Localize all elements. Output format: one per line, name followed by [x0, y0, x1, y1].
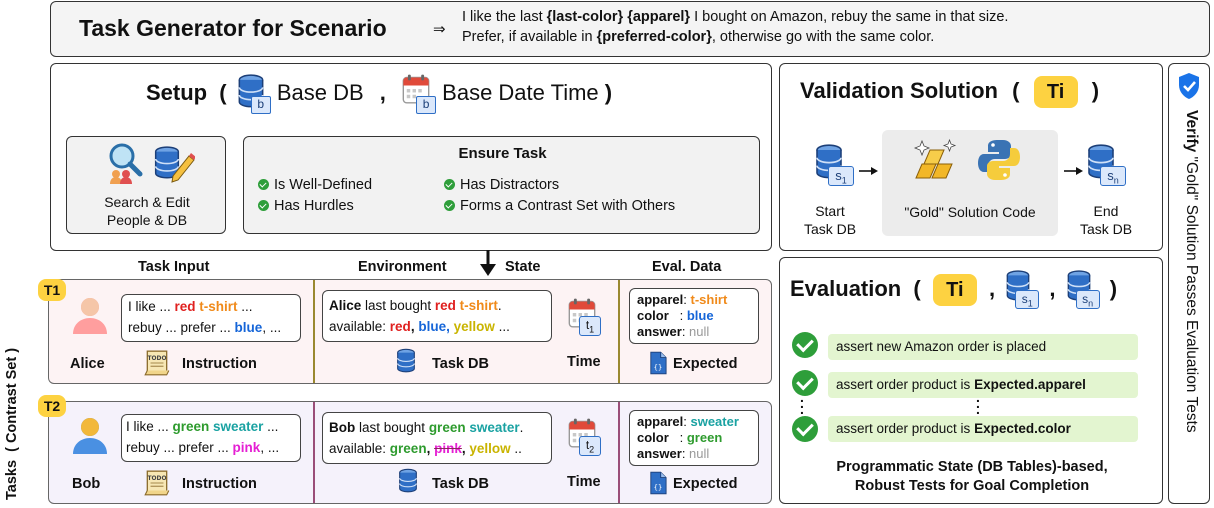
task-db-icon: [396, 348, 416, 379]
ensure-item: Is Well-Defined: [258, 177, 372, 193]
base-db-label: Base DB: [276, 80, 364, 105]
task-tag-t2: T2: [38, 395, 66, 417]
check-icon: [444, 179, 455, 190]
start-db-icon: s1: [814, 144, 856, 186]
setup-panel: Setup ( b Base DB , b Base Date Time ): [50, 63, 772, 251]
t2-expected-data: apparel: sweater color : green answer: n…: [629, 410, 759, 466]
start-db-icon: s1: [1005, 270, 1040, 310]
task-db-label: Task DB: [432, 356, 489, 372]
task-db-icon: [398, 468, 418, 499]
down-arrow-icon: [479, 250, 497, 283]
verify-panel: Verify "Gold" Solution Passes Evaluation…: [1168, 63, 1210, 504]
divider: [618, 402, 620, 503]
check-icon: [792, 370, 818, 396]
json-doc-icon: [649, 351, 667, 380]
todo-note-icon: [144, 349, 170, 382]
gold-bars-icon: [912, 138, 958, 187]
header-title: Task Generator for Scenario: [79, 15, 387, 41]
json-doc-icon: [649, 471, 667, 500]
divider: [313, 280, 315, 383]
vertical-ellipsis: ...: [976, 389, 980, 417]
col-environment: Environment: [358, 259, 447, 275]
t2-instruction-text: I like ... green sweater ... rebuy ... p…: [121, 414, 301, 462]
end-db-icon: sn: [1086, 144, 1128, 186]
task-tag-t1: T1: [38, 279, 66, 301]
ti-badge: Ti: [932, 274, 977, 306]
evaluation-panel: Evaluation ( Ti , s1 , sn ) assert new A…: [779, 257, 1163, 504]
header-arrow-icon: ⇒: [433, 21, 446, 38]
evaluation-title: Evaluation: [790, 276, 902, 301]
instruction-label: Instruction: [182, 476, 257, 492]
time-label: Time: [567, 354, 601, 370]
ensure-task-box: Ensure Task Is Well-Defined Has Distract…: [243, 136, 760, 234]
check-icon: [792, 416, 818, 442]
ensure-item: Forms a Contrast Set with Others: [444, 198, 675, 214]
ensure-item: Has Distractors: [444, 177, 559, 193]
base-date-time-label: Base Date Time: [442, 80, 599, 105]
col-state: State: [505, 259, 541, 275]
divider: [313, 402, 315, 503]
task-generator-header: Task Generator for Scenario ⇒ I like the…: [50, 1, 1210, 57]
vertical-ellipsis: ...: [800, 389, 804, 417]
check-icon: [258, 179, 269, 190]
gold-solution-label: "Gold" Solution Code: [904, 204, 1036, 220]
arrow-icon: [859, 163, 879, 181]
todo-note-icon: [144, 469, 170, 502]
ensure-item: Has Hurdles: [258, 198, 354, 214]
verify-text: Verify "Gold" Solution Passes Evaluation…: [1183, 110, 1200, 433]
col-eval-data: Eval. Data: [652, 259, 722, 275]
edit-db-icon: [151, 142, 196, 184]
ensure-task-title: Ensure Task: [458, 145, 547, 162]
expected-label: Expected: [673, 476, 738, 492]
setup-title-row: Setup ( b Base DB , b Base Date Time ): [146, 74, 612, 114]
search-people-icon: [104, 142, 144, 184]
t1-expected-data: apparel: t-shirt color : blue answer: nu…: [629, 288, 759, 344]
validation-title-row: Validation Solution ( Ti ): [800, 76, 1099, 108]
assert-row: assert order product is Expected.apparel: [828, 372, 1138, 398]
scenario-template: I like the last {last-color} {apparel} I…: [462, 9, 1009, 45]
calendar-t2-icon: t2: [568, 418, 602, 458]
evaluation-footer: Programmatic State (DB Tables)-based, Ro…: [836, 459, 1108, 494]
time-label: Time: [567, 474, 601, 490]
instruction-label: Instruction: [182, 356, 257, 372]
alice-name: Alice: [70, 356, 105, 372]
assert-row: assert new Amazon order is placed: [828, 334, 1138, 360]
t1-instruction-text: I like ... red t-shirt ... rebuy ... pre…: [121, 294, 301, 342]
shield-check-icon: [1177, 72, 1201, 105]
t2-environment-text: Bob last bought green sweater. available…: [322, 412, 552, 464]
python-icon: [978, 138, 1020, 187]
calendar-t1-icon: t1: [568, 298, 602, 338]
assert-row: assert order product is Expected.color: [828, 416, 1138, 442]
base-db-icon: b: [237, 74, 271, 114]
validation-title: Validation Solution: [800, 78, 998, 103]
task-db-label: Task DB: [432, 476, 489, 492]
search-edit-label: Search & Edit People & DB: [104, 194, 190, 228]
alice-avatar: [70, 294, 110, 339]
tasks-contrast-set-label: Tasks ( Contrast Set ): [4, 347, 20, 500]
end-db-icon: sn: [1066, 270, 1100, 310]
search-edit-box: Search & Edit People & DB: [66, 136, 226, 234]
bob-avatar: [70, 414, 110, 459]
check-icon: [792, 332, 818, 358]
col-task-input: Task Input: [138, 259, 210, 275]
check-icon: [258, 200, 269, 211]
bob-name: Bob: [72, 476, 101, 492]
evaluation-title-row: Evaluation ( Ti , s1 , sn ): [790, 270, 1117, 310]
divider: [618, 280, 620, 383]
expected-label: Expected: [673, 356, 738, 372]
check-icon: [444, 200, 455, 211]
gold-solution-box: "Gold" Solution Code: [882, 130, 1058, 236]
ti-badge: Ti: [1033, 76, 1078, 108]
setup-title: Setup: [146, 80, 208, 105]
base-date-time-icon: b: [402, 74, 437, 114]
t1-environment-text: Alice last bought red t-shirt. available…: [322, 290, 552, 342]
arrow-icon: [1064, 163, 1084, 181]
